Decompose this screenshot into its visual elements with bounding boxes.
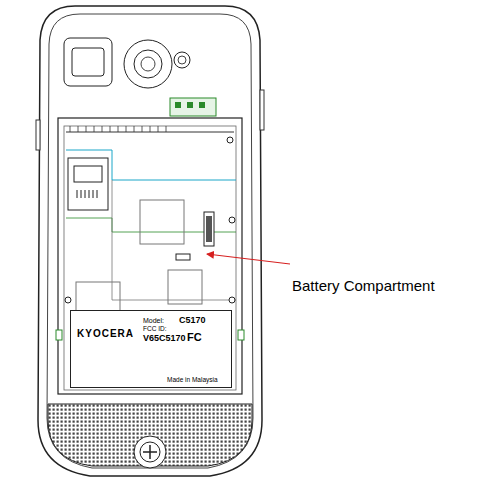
leader-arrow <box>207 254 290 264</box>
speaker-grille <box>48 404 252 466</box>
camera-lens <box>124 40 172 88</box>
sticker-text: Made in Malaysia <box>167 377 218 384</box>
sticker-text: V65C5170 <box>143 334 186 343</box>
label-sticker: Model: C5170KYOCERA FCC ID:V65C5170FC Made … <box>70 310 232 388</box>
sticker-text: FC <box>187 332 202 343</box>
sticker-text: FCC ID: <box>143 326 166 333</box>
sticker-text: Model: <box>143 317 164 324</box>
battery-compartment <box>58 118 242 394</box>
callout-label: Battery Compartment <box>292 278 435 295</box>
sticker-text: KYOCERA <box>77 329 134 339</box>
sticker-text: C5170 <box>179 316 206 325</box>
battery-connector <box>170 98 216 116</box>
card-slot <box>68 158 108 210</box>
phone-housing <box>38 6 262 476</box>
housing-inner-rim <box>47 14 253 468</box>
screw <box>134 436 166 468</box>
camera-window <box>64 38 112 86</box>
